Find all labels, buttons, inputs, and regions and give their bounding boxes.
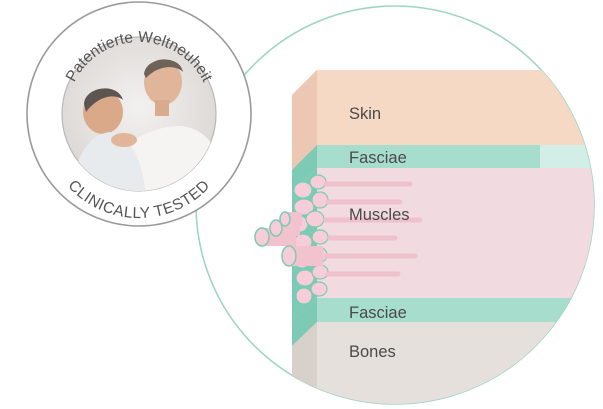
layer-bones [317, 322, 603, 409]
label-bones: Bones [349, 343, 396, 361]
label-skin: Skin [349, 105, 381, 123]
label-fasciae-bottom: Fasciae [349, 304, 407, 322]
clinical-badge: Patentierte Weltneuheit CLINICALLY TESTE… [27, 2, 251, 226]
tissue-block [255, 70, 603, 409]
label-muscles: Muscles [349, 206, 410, 224]
label-fasciae-top: Fasciae [349, 149, 407, 167]
layer-muscles [317, 168, 603, 298]
fasciae-fade-top [540, 145, 603, 168]
